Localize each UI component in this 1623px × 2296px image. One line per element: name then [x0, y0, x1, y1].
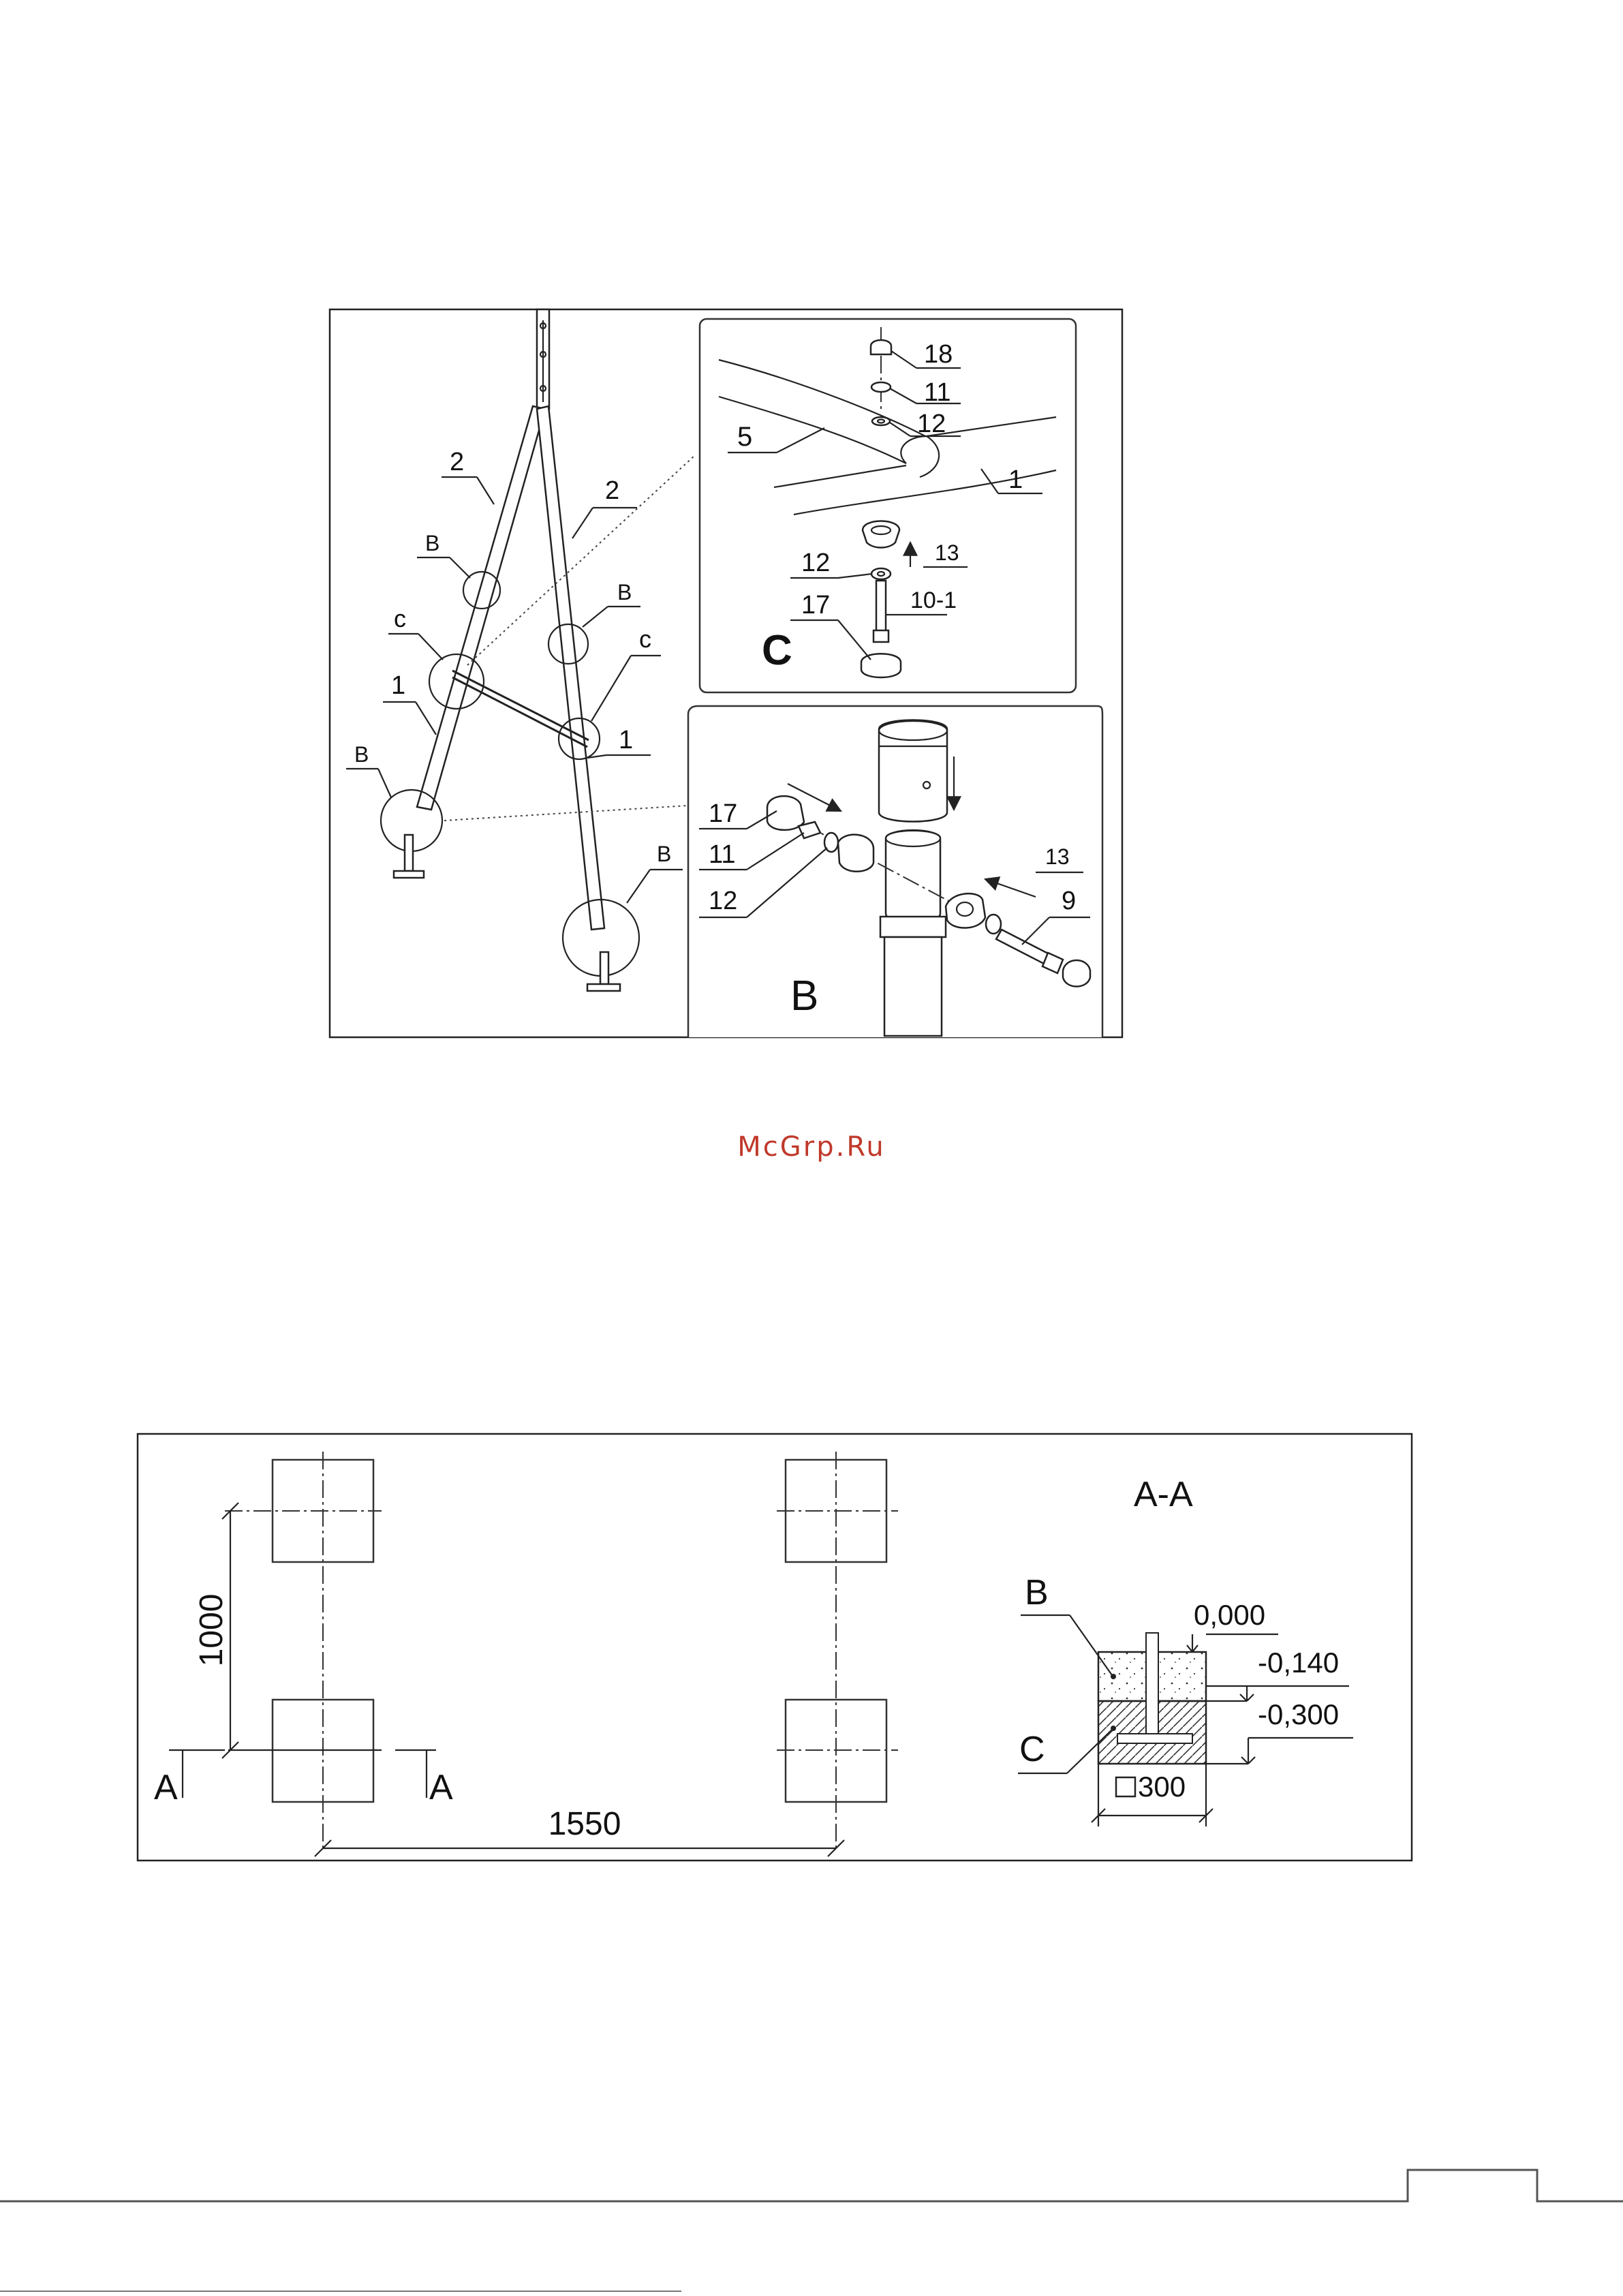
footing-size: 300: [1138, 1771, 1186, 1803]
section-a-a-drawing: 300: [1092, 1633, 1213, 1826]
label-detail-b-3: B: [354, 742, 369, 767]
label-part-9: 9: [1062, 887, 1076, 915]
detail-c-title: C: [762, 627, 792, 674]
label-part-17-c: 17: [801, 591, 830, 619]
callout-c: C: [1019, 1730, 1045, 1769]
detail-c-panel: 18 11 12 5 1 13 12 10-1 17 C: [700, 319, 1076, 692]
detail-b-title: B: [790, 973, 818, 1020]
callout-b: B: [1025, 1573, 1049, 1612]
label-part-1-left: 1: [391, 671, 405, 700]
detail-b-panel: 17 11 12 13 9 B: [688, 706, 1102, 1037]
watermark: McGrp.Ru: [737, 1131, 885, 1163]
label-part-1-right: 1: [619, 726, 633, 754]
label-part-1-c: 1: [1008, 465, 1023, 494]
level-2: -0,300: [1258, 1698, 1339, 1730]
label-detail-b-1: B: [425, 531, 439, 555]
label-part-18: 18: [924, 340, 953, 369]
label-part-10-1: 10-1: [910, 587, 957, 613]
label-part-12-c-lower: 12: [801, 549, 830, 577]
label-part-5: 5: [737, 422, 752, 452]
label-part-11-c: 11: [924, 378, 950, 407]
level-1: -0,140: [1258, 1647, 1339, 1679]
label-part-17-b: 17: [709, 799, 737, 828]
label-part-13-c: 13: [935, 540, 959, 565]
frame-legs: [417, 309, 604, 930]
dimension-1000: 1000: [194, 1594, 230, 1667]
label-part-2-right: 2: [605, 476, 619, 505]
label-detail-c-left: c: [394, 604, 406, 632]
label-part-2-left: 2: [450, 448, 464, 476]
label-detail-b-4: B: [657, 842, 671, 866]
label-detail-b-2: B: [617, 580, 632, 604]
label-part-11-b: 11: [709, 840, 735, 869]
label-detail-c-right: c: [639, 625, 651, 653]
label-part-13-b: 13: [1045, 844, 1070, 869]
dimension-1550: 1550: [548, 1806, 621, 1842]
section-mark-left: A: [154, 1768, 178, 1807]
section-mark-right: A: [429, 1768, 453, 1807]
label-part-12-c-upper: 12: [917, 410, 946, 438]
section-title: A-A: [1134, 1475, 1193, 1514]
assembly-figure: 2 2 B B c c 1 1 B B: [330, 309, 1122, 1037]
level-0: 0,000: [1194, 1599, 1265, 1631]
foundation-frame: [138, 1434, 1412, 1861]
label-part-12-b: 12: [709, 887, 737, 915]
page-footer: [0, 2170, 1623, 2291]
foundation-plan: 1000 1550 A A A-A 300: [138, 1434, 1412, 1861]
